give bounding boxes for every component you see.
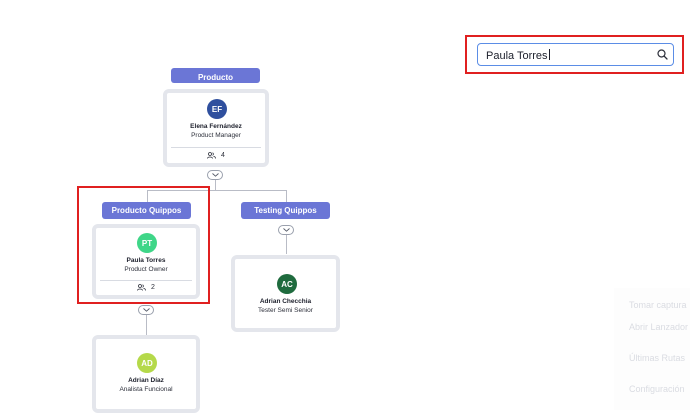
department-badge-producto[interactable]: Producto xyxy=(171,68,260,83)
users-icon xyxy=(207,152,216,159)
context-menu: Tomar captura Abrir Lanzador Últimas Rut… xyxy=(614,288,690,410)
context-menu-item-settings[interactable]: Configuración xyxy=(629,384,685,394)
person-role: Product Manager xyxy=(191,132,241,139)
person-card-paula[interactable]: PT Paula Torres Product Owner 2 xyxy=(92,224,200,299)
context-menu-item-recent-routes[interactable]: Últimas Rutas xyxy=(629,353,686,363)
connector-line xyxy=(146,314,147,336)
reports-count-value: 4 xyxy=(221,152,225,159)
person-name: Adrian Checchia xyxy=(259,298,312,305)
department-label: Testing Quippos xyxy=(254,206,317,215)
person-role: Product Owner xyxy=(124,266,168,273)
chevron-down-icon xyxy=(142,308,150,312)
divider xyxy=(171,147,261,148)
users-icon xyxy=(137,284,146,291)
chevron-down-icon xyxy=(211,173,219,177)
context-menu-item-screenshot[interactable]: Tomar captura xyxy=(629,300,687,310)
search-input[interactable]: Paula Torres xyxy=(477,43,674,66)
person-card-adrian-checchia[interactable]: AC Adrian Checchia Tester Semi Senior xyxy=(231,255,340,332)
search-result-highlight xyxy=(77,186,210,304)
divider xyxy=(100,280,192,281)
context-menu-item-launcher[interactable]: Abrir Lanzador xyxy=(629,322,689,332)
avatar: PT xyxy=(137,233,157,253)
person-name: Paula Torres xyxy=(126,257,166,264)
person-card-adrian-diaz[interactable]: AD Adrian Díaz Analista Funcional xyxy=(92,335,200,413)
person-name: Elena Fernández xyxy=(190,123,242,130)
reports-count: 4 xyxy=(167,152,265,159)
connector-line xyxy=(215,180,216,190)
connector-line xyxy=(147,190,148,204)
avatar: AD xyxy=(137,353,157,373)
chevron-down-icon xyxy=(282,228,290,232)
connector-line xyxy=(286,190,287,204)
person-name: Adrian Díaz xyxy=(128,377,164,384)
expand-toggle[interactable] xyxy=(207,170,223,180)
connector-line xyxy=(286,234,287,254)
department-label: Producto Quippos xyxy=(111,206,182,215)
search-icon[interactable] xyxy=(657,49,668,60)
search-highlight-box: Paula Torres xyxy=(465,35,684,74)
reports-count: 2 xyxy=(96,284,196,291)
search-input-value: Paula Torres xyxy=(486,49,550,62)
person-card-elena[interactable]: EF Elena Fernández Product Manager 4 xyxy=(163,89,269,167)
person-role: Analista Funcional xyxy=(119,386,173,393)
reports-count-value: 2 xyxy=(151,284,155,291)
department-badge-producto-quippos[interactable]: Producto Quippos xyxy=(102,202,191,219)
expand-toggle[interactable] xyxy=(278,225,294,235)
department-badge-testing-quippos[interactable]: Testing Quippos xyxy=(241,202,330,219)
connector-line xyxy=(147,190,287,191)
person-role: Tester Semi Senior xyxy=(258,307,313,314)
avatar: AC xyxy=(277,274,297,294)
expand-toggle[interactable] xyxy=(138,305,154,315)
department-label: Producto xyxy=(197,73,234,82)
avatar: EF xyxy=(207,99,227,119)
